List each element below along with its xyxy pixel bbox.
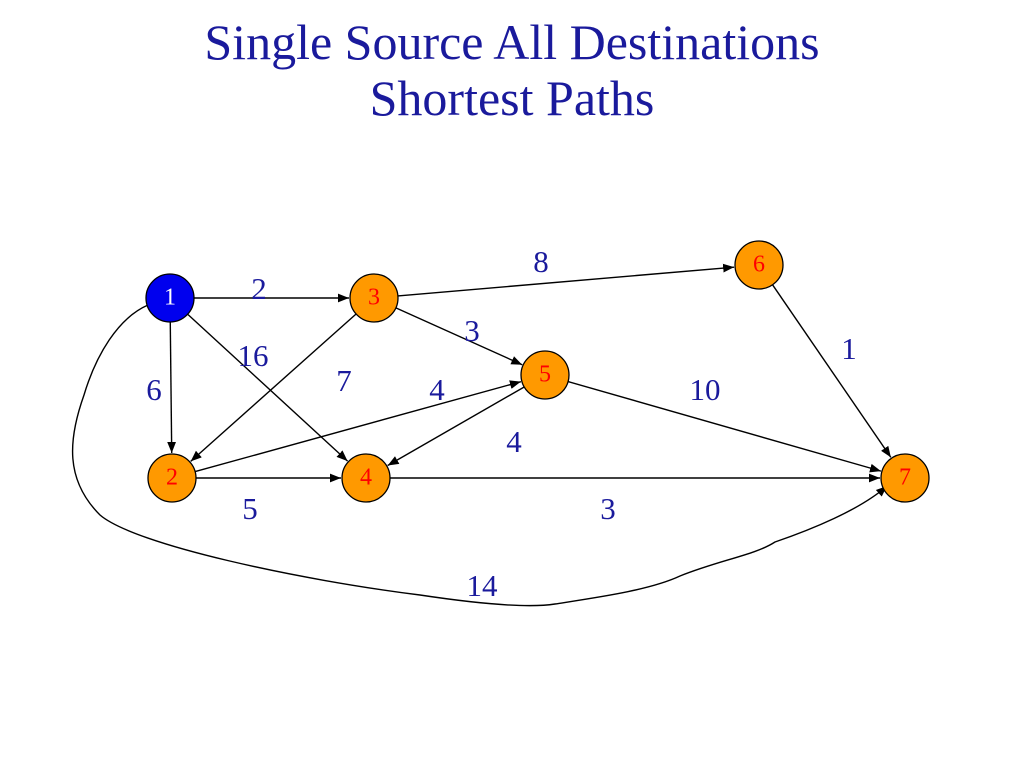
node-6: 6 — [734, 240, 784, 290]
edge-weight-5-7: 10 — [690, 372, 721, 407]
node-label-1: 1 — [164, 285, 176, 311]
node-4: 4 — [341, 453, 391, 503]
node-label-3: 3 — [368, 285, 380, 311]
node-7: 7 — [880, 453, 930, 503]
edge-weight-3-5: 3 — [464, 313, 480, 348]
node-circle-3 — [349, 273, 399, 323]
edge-1-4 — [187, 313, 349, 462]
node-3: 3 — [349, 273, 399, 323]
edge-weight-1-4: 16 — [238, 338, 269, 373]
node-label-5: 5 — [539, 362, 551, 388]
edge-weight-6-7: 1 — [841, 331, 857, 366]
edge-5-7 — [567, 380, 882, 473]
title-line-2: Shortest Paths — [369, 70, 655, 126]
node-circle-6 — [734, 240, 784, 290]
edge-2-5 — [194, 380, 522, 473]
edge-weight-1-3: 2 — [251, 271, 267, 306]
edge-3-6 — [397, 263, 735, 297]
node-5: 5 — [520, 350, 570, 400]
edge-weight-3-2: 7 — [336, 363, 352, 398]
node-circle-4 — [341, 453, 391, 503]
edge-weight-3-6: 8 — [533, 244, 549, 279]
edge-weight-5-4: 4 — [506, 424, 522, 459]
edge-6-7 — [771, 284, 892, 458]
node-circle-7 — [880, 453, 930, 503]
edge-1-2 — [167, 321, 176, 454]
edge-weight-2-4: 5 — [242, 491, 258, 526]
edge-weight-2-5: 4 — [429, 372, 445, 407]
edge-weight-4-7: 3 — [600, 491, 616, 526]
node-1: 1 — [145, 273, 195, 323]
edges-layer — [71, 263, 892, 607]
edge-1-7 — [71, 304, 888, 607]
edge-5-4 — [387, 386, 525, 467]
node-circle-1 — [145, 273, 195, 323]
node-2: 2 — [147, 453, 197, 503]
edge-weight-1-2: 6 — [146, 372, 162, 407]
node-label-7: 7 — [899, 465, 911, 491]
node-circle-5 — [520, 350, 570, 400]
node-label-4: 4 — [360, 465, 372, 491]
slide-title: Single Source All Destinations Shortest … — [0, 14, 1024, 126]
node-label-2: 2 — [166, 465, 178, 491]
node-label-6: 6 — [753, 252, 765, 278]
title-line-1: Single Source All Destinations — [204, 14, 820, 70]
edge-3-2 — [190, 313, 357, 462]
node-circle-2 — [147, 453, 197, 503]
edge-weight-1-7: 14 — [467, 568, 499, 603]
edge-3-5 — [395, 307, 523, 366]
